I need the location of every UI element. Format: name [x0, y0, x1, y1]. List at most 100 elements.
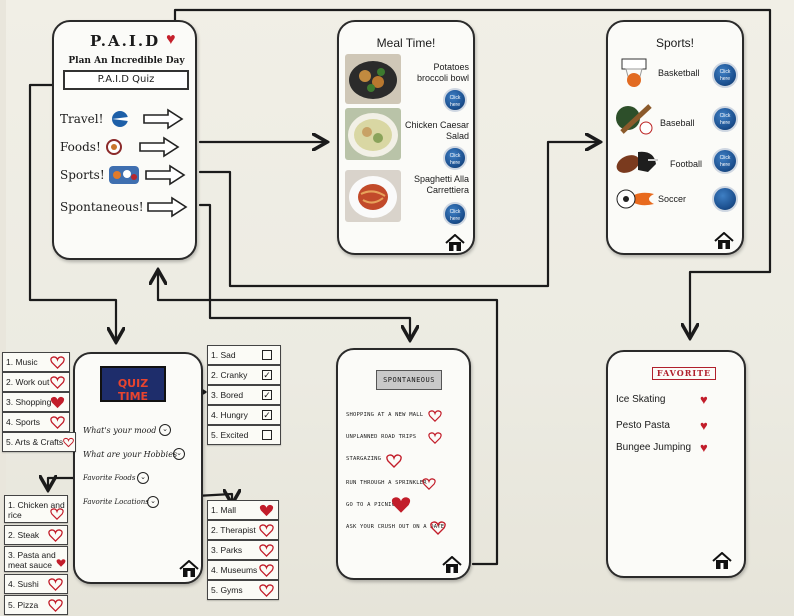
- sports-collage-icon: [108, 166, 139, 184]
- food-label: 1. Chicken and rice: [8, 500, 65, 520]
- location-option[interactable]: 5. Gyms: [207, 580, 279, 600]
- home-icon[interactable]: [712, 552, 732, 570]
- hobby-option[interactable]: 1. Music: [2, 352, 70, 372]
- home-icon[interactable]: [442, 556, 462, 574]
- click-here-button[interactable]: Click here: [443, 146, 467, 170]
- checkbox[interactable]: ✓: [262, 390, 272, 400]
- food-option[interactable]: 2. Steak: [4, 525, 68, 545]
- heart-filled-icon[interactable]: ♥: [700, 440, 708, 455]
- chevron-down-icon[interactable]: ⌄: [159, 424, 171, 436]
- quiz-logo-text: QUIZ TIME: [117, 377, 149, 403]
- favorite-screen: FAVORITE Ice Skating ♥ Pesto Pasta ♥ Bun…: [606, 350, 746, 578]
- food-option[interactable]: 4. Sushi: [4, 574, 68, 594]
- heart-outline-icon[interactable]: [428, 432, 442, 444]
- activity-item: Ask your crush out on a date: [346, 524, 445, 530]
- location-option[interactable]: 1. Mall: [207, 500, 279, 520]
- click-here-button[interactable]: Click here: [443, 202, 467, 226]
- meal-name: Potatoes broccoli bowl: [416, 62, 469, 83]
- heart-filled-icon[interactable]: ♥: [700, 418, 708, 433]
- location-label: 5. Gyms: [211, 585, 243, 595]
- heart-outline-icon: [259, 584, 274, 597]
- mood-label: 2. Cranky: [211, 370, 248, 380]
- category-label: Travel!: [60, 112, 104, 126]
- hobbies-question: What are your Hobbies: [83, 450, 178, 459]
- mood-label: 3. Bored: [211, 390, 244, 400]
- hobby-option[interactable]: 4. Sports: [2, 412, 70, 432]
- hobby-label: 5. Arts & Crafts: [6, 437, 64, 447]
- heart-outline-icon[interactable]: [428, 410, 442, 422]
- foods-arrow-button[interactable]: [138, 136, 180, 158]
- hobby-option[interactable]: 5. Arts & Crafts: [2, 432, 76, 452]
- click-here-button[interactable]: [712, 186, 738, 212]
- heart-outline-icon: [63, 437, 74, 448]
- mood-label: 1. Sad: [211, 350, 236, 360]
- soccer-icon: [616, 189, 654, 209]
- checkbox[interactable]: ✓: [262, 370, 272, 380]
- food-option[interactable]: 1. Chicken and rice: [4, 495, 68, 523]
- mood-question: What's your mood: [83, 426, 157, 435]
- heart-outline-icon[interactable]: [422, 478, 436, 490]
- food-option[interactable]: 5. Pizza: [4, 595, 68, 615]
- chevron-down-icon[interactable]: ⌄: [137, 472, 149, 484]
- food-label: 4. Sushi: [8, 579, 39, 589]
- home-icon[interactable]: [714, 232, 734, 250]
- heart-filled-icon: [56, 559, 66, 567]
- spontaneous-title: SPONTANEOUS: [376, 370, 442, 390]
- click-here-button[interactable]: Click here: [712, 62, 738, 88]
- location-option[interactable]: 3. Parks: [207, 540, 279, 560]
- mood-option[interactable]: 3. Bored ✓: [207, 385, 281, 405]
- home-icon[interactable]: [445, 234, 465, 252]
- activity-item: Shopping at a new mall: [346, 412, 424, 418]
- checkbox[interactable]: [262, 350, 272, 360]
- heart-outline-icon: [48, 599, 63, 612]
- category-label: Foods!: [60, 140, 101, 154]
- quiz-screen: QUIZ TIME What's your mood ⌄ What are yo…: [73, 352, 203, 584]
- baseball-icon: [616, 104, 653, 135]
- location-option[interactable]: 2. Therapist: [207, 520, 279, 540]
- hobby-label: 3. Shopping: [6, 397, 52, 407]
- spontaneous-arrow-button[interactable]: [146, 196, 188, 218]
- heart-filled-icon[interactable]: ♥: [700, 392, 708, 407]
- meal-name: Chicken Caesar Salad: [404, 120, 469, 141]
- location-option[interactable]: 4. Museums: [207, 560, 279, 580]
- football-icon: [616, 151, 658, 173]
- heart-outline-icon: [50, 376, 65, 389]
- hobby-option[interactable]: 2. Work out: [2, 372, 70, 392]
- checkbox[interactable]: [262, 430, 272, 440]
- heart-outline-icon[interactable]: [430, 521, 446, 535]
- travel-arrow-button[interactable]: [142, 108, 184, 130]
- heart-outline-icon[interactable]: [386, 454, 402, 468]
- plane-globe-icon: [112, 111, 131, 127]
- food-option[interactable]: 3. Pasta and meat sauce: [4, 546, 68, 572]
- chevron-down-icon[interactable]: ⌄: [173, 448, 185, 460]
- activity-item: Run through a sprinkler: [346, 480, 427, 486]
- favorite-item: Ice Skating: [616, 394, 666, 405]
- chevron-down-icon[interactable]: ⌄: [147, 496, 159, 508]
- click-here-button[interactable]: Click here: [443, 88, 467, 112]
- home-icon[interactable]: [179, 560, 199, 578]
- paid-home-screen: P.A.I.D ♥ Plan An Incredible Day P.A.I.D…: [52, 20, 197, 260]
- hobby-option[interactable]: 3. Shopping: [2, 392, 70, 412]
- sports-arrow-button[interactable]: [144, 164, 186, 186]
- mood-option[interactable]: 5. Excited: [207, 425, 281, 445]
- mood-option[interactable]: 2. Cranky ✓: [207, 365, 281, 385]
- mood-option[interactable]: 4. Hungry ✓: [207, 405, 281, 425]
- activity-item: Stargazing: [346, 456, 382, 462]
- favorite-title: FAVORITE: [652, 367, 716, 380]
- location-label: 2. Therapist: [211, 525, 256, 535]
- hobby-label: 2. Work out: [6, 377, 50, 387]
- category-label: Sports!: [60, 168, 105, 182]
- click-here-button[interactable]: Click here: [712, 106, 738, 132]
- heart-filled-icon: [50, 396, 65, 409]
- heart-outline-icon: [259, 524, 274, 537]
- checkbox[interactable]: ✓: [262, 410, 272, 420]
- quiz-button[interactable]: P.A.I.D Quiz: [63, 70, 189, 90]
- app-subtitle: Plan An Incredible Day: [68, 56, 185, 66]
- mood-option[interactable]: 1. Sad: [207, 345, 281, 365]
- mood-label: 4. Hungry: [211, 410, 248, 420]
- food-label: 5. Pizza: [8, 600, 39, 610]
- sport-name: Football: [670, 159, 703, 169]
- heart-outline-icon: [50, 416, 65, 429]
- heart-filled-icon[interactable]: [390, 496, 412, 514]
- click-here-button[interactable]: Click here: [712, 148, 738, 174]
